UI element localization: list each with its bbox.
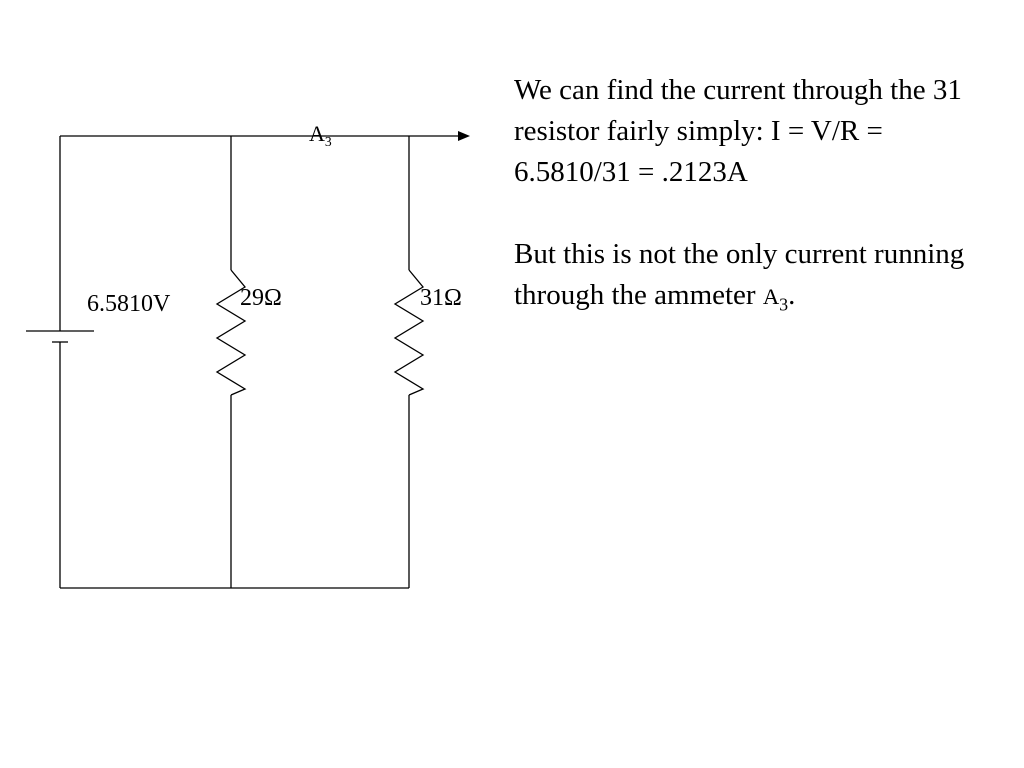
ammeter-label: A3 [309,121,332,149]
ammeter-symbol: A [309,121,325,146]
resistor-29-label: 29Ω [240,285,282,311]
paragraph-2-end: . [788,279,796,311]
explanation-text: We can find the current through the 31 r… [514,70,984,317]
explanation-paragraph-2: But this is not the only current running… [514,234,984,317]
ammeter-subscript: 3 [324,133,332,149]
paragraph-2-ammeter-symbol: A [762,284,780,309]
paragraph-2-ammeter-subscript: 3 [779,294,789,315]
explanation-paragraph-1: We can find the current through the 31 r… [514,74,962,188]
paragraph-2-text: But this is not the only current running… [514,238,965,311]
resistor-31-label: 31Ω [420,285,462,311]
resistor-31-zigzag [393,269,425,396]
battery-voltage-label: 6.5810V [87,291,171,317]
current-arrow-icon [458,131,470,141]
resistor-29-zigzag [215,269,247,396]
